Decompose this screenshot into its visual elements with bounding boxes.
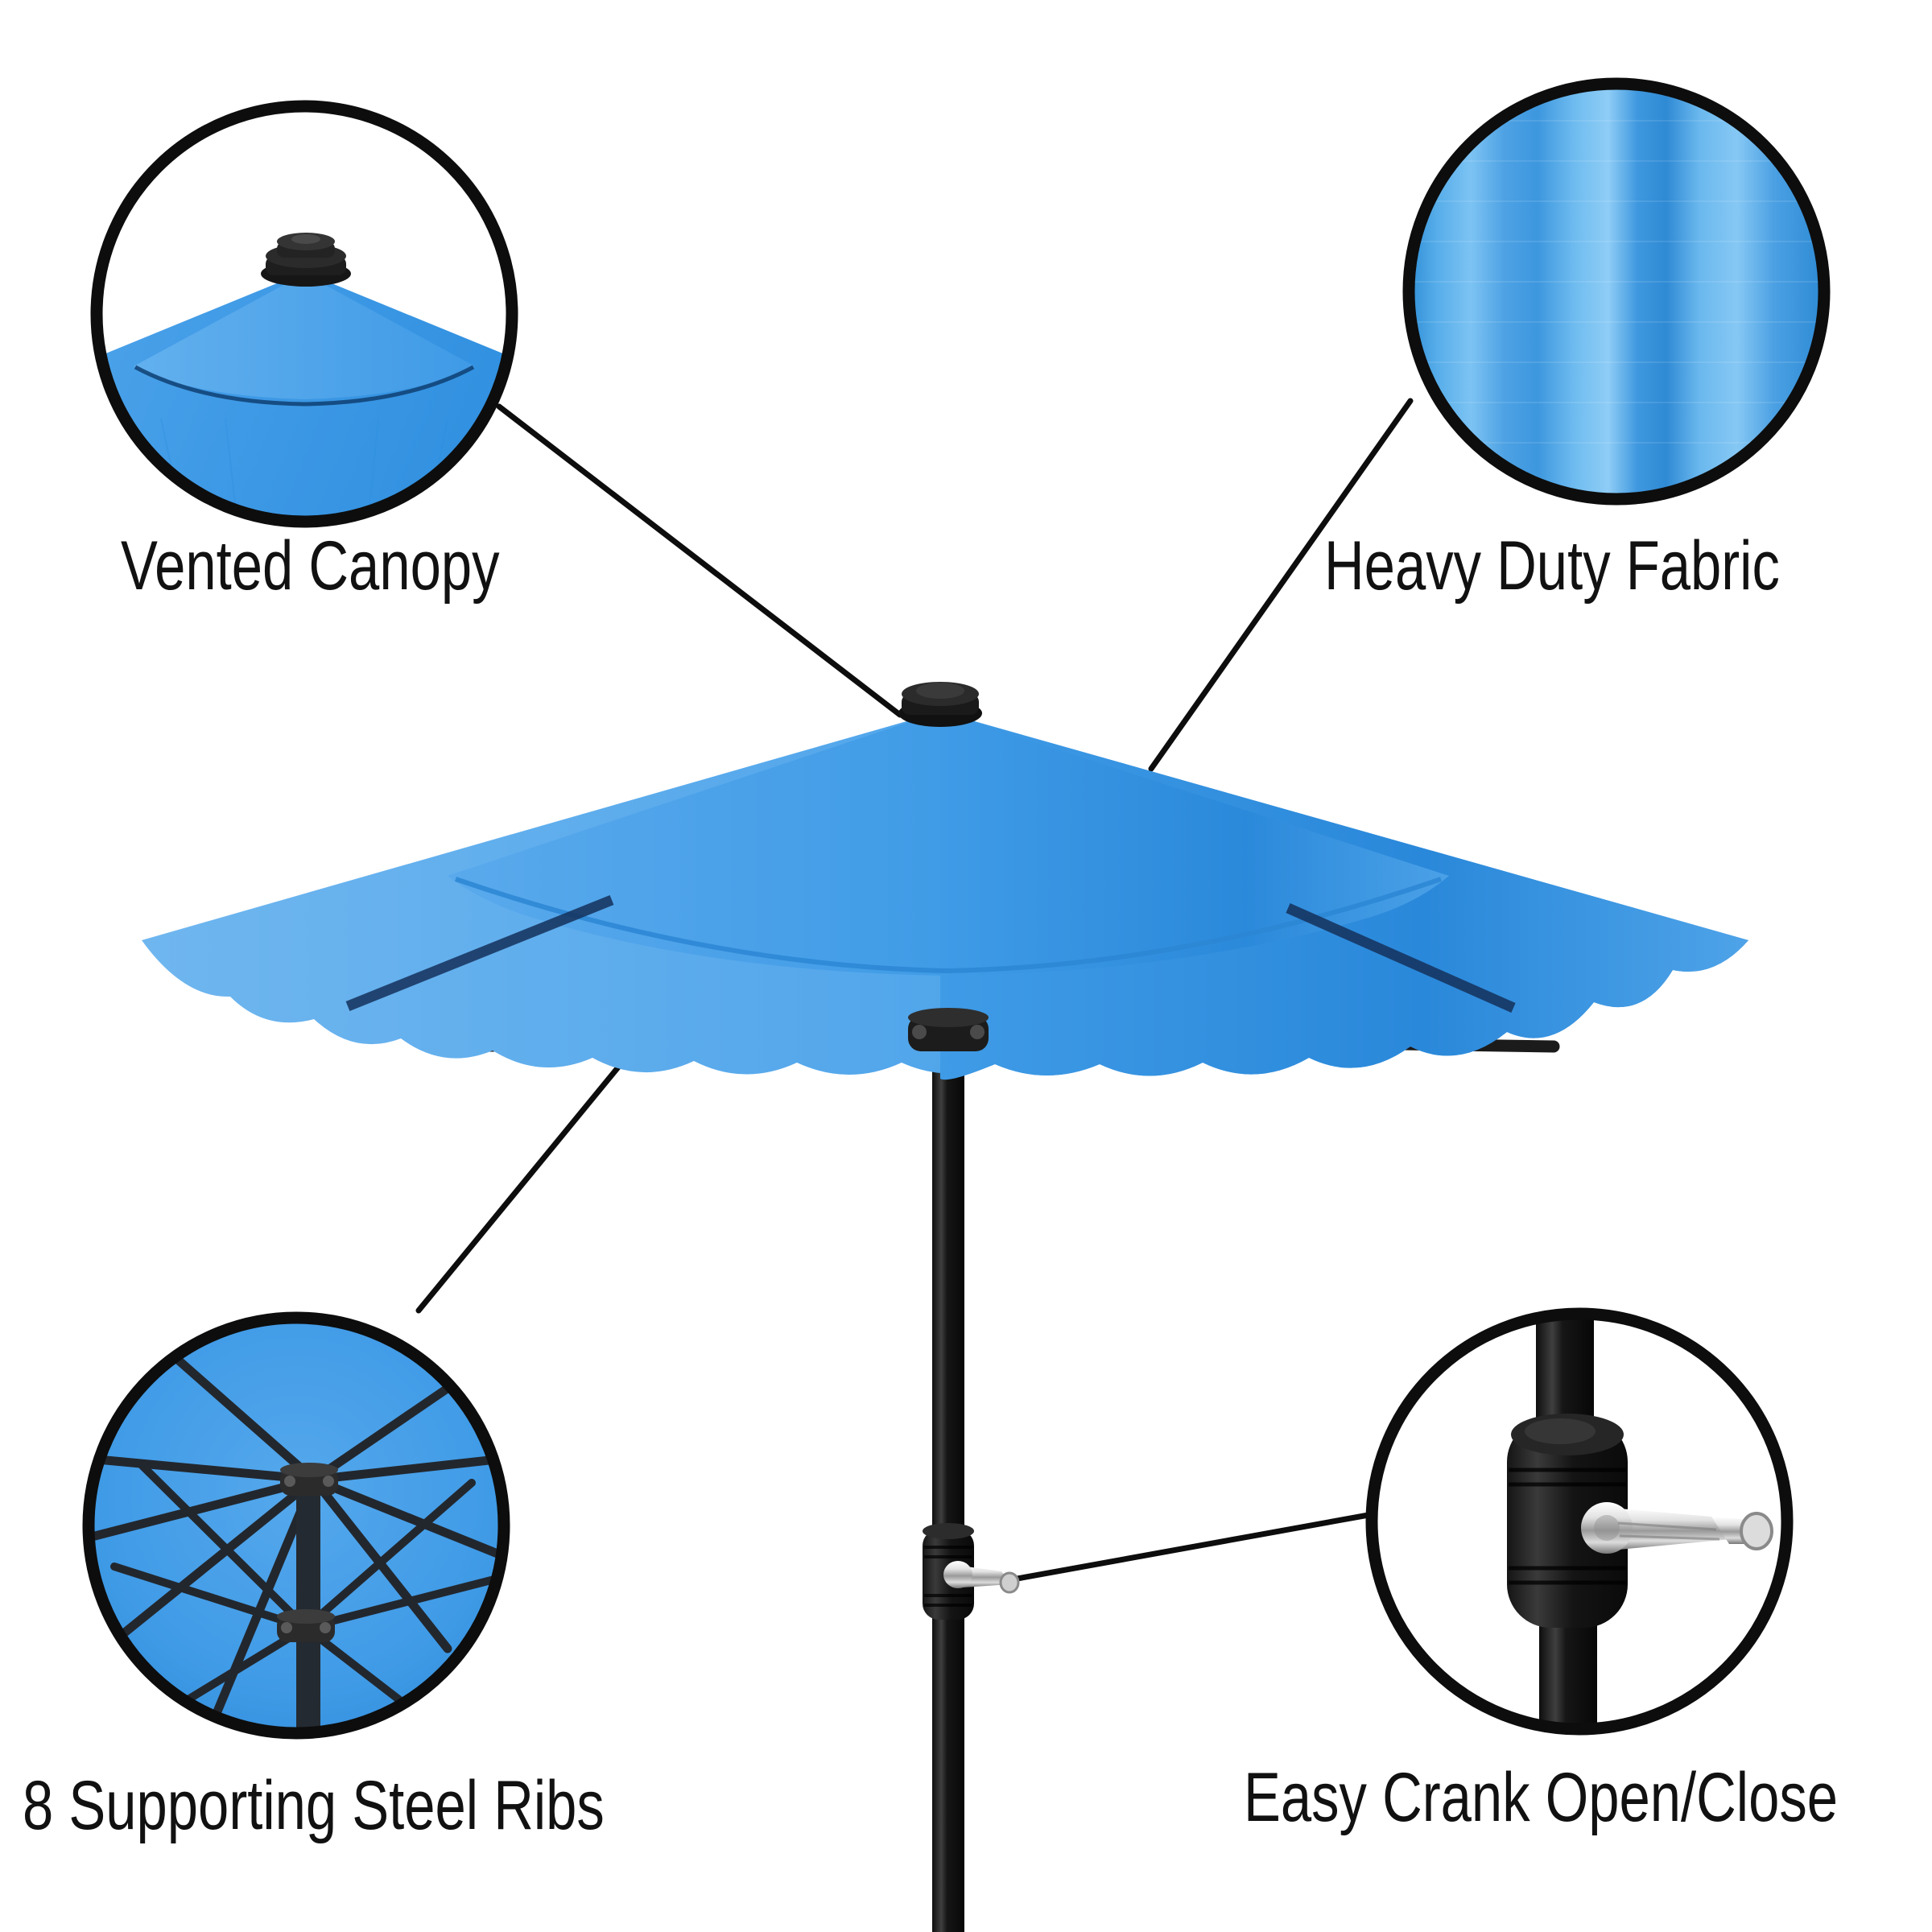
callout-circle-heavy-duty-fabric [1402,77,1831,506]
callout-ring-easy-crank [1365,1307,1794,1736]
detail-vent-flap [134,274,475,399]
detail-stretcher [302,1479,476,1632]
callout-label-vented-canopy: Vented Canopy [121,527,500,605]
detail-hub-upper [280,1463,338,1496]
detail-stretcher [110,1563,310,1632]
detail-steel-rib [309,1454,504,1484]
detail-steel-rib [116,1475,319,1641]
detail-crank-handle[interactable] [1581,1502,1773,1554]
detail-steel-rib [89,1454,319,1484]
detail-vent-hem [134,365,475,407]
main-umbrella [142,682,1748,1932]
detail-stretcher [138,1461,310,1632]
callout-ring-steel-ribs [82,1311,510,1740]
crank-handle-on-pole[interactable] [943,1561,1020,1594]
callout-circle-vented-canopy [90,100,518,528]
rib-hub-runner [908,1008,989,1051]
callout-circle-steel-ribs [82,1311,510,1740]
detail-hub-lower [277,1609,335,1642]
canopy-vent-flap-right [940,712,1449,976]
detail-stretcher [302,1575,498,1632]
detail-crank-housing[interactable] [1507,1414,1628,1628]
leader-line-heavy-duty-fabric [1148,398,1414,772]
callout-label-easy-crank: Easy Crank Open/Close [1244,1759,1839,1836]
detail-pole-lower [1539,1620,1597,1729]
canopy-rib-shadows [345,894,1516,1013]
leader-line-vented-canopy [496,403,903,718]
leader-line-easy-crank [1009,1512,1372,1583]
callout-label-steel-ribs: 8 Supporting Steel Ribs [23,1767,605,1844]
leader-lines [415,398,1414,1583]
detail-crank-knob[interactable] [1740,1512,1773,1550]
canopy-vent-hem [455,877,1442,974]
detail-housing-grooves [1509,1468,1626,1585]
detail-center-pole [296,1473,320,1733]
crank-housing-on-pole[interactable] [923,1523,1020,1620]
callout-circle-easy-crank [1365,1307,1794,1736]
detail-fabric-swatch [1409,84,1824,499]
umbrella-pole-lower [932,1022,964,1932]
detail-finial-cap [261,233,351,287]
canopy-finial-cap [898,682,982,727]
detail-steel-rib [90,1475,319,1541]
detail-canopy-surface [97,272,512,522]
callout-label-heavy-duty-fabric: Heavy Duty Fabric [1324,527,1780,605]
detail-steel-rib [309,1475,502,1558]
detail-crank-arm-lines [1617,1521,1720,1541]
callout-ring-heavy-duty-fabric [1402,77,1831,506]
callout-ring-vented-canopy [90,100,518,528]
leader-line-steel-ribs [415,1021,657,1314]
